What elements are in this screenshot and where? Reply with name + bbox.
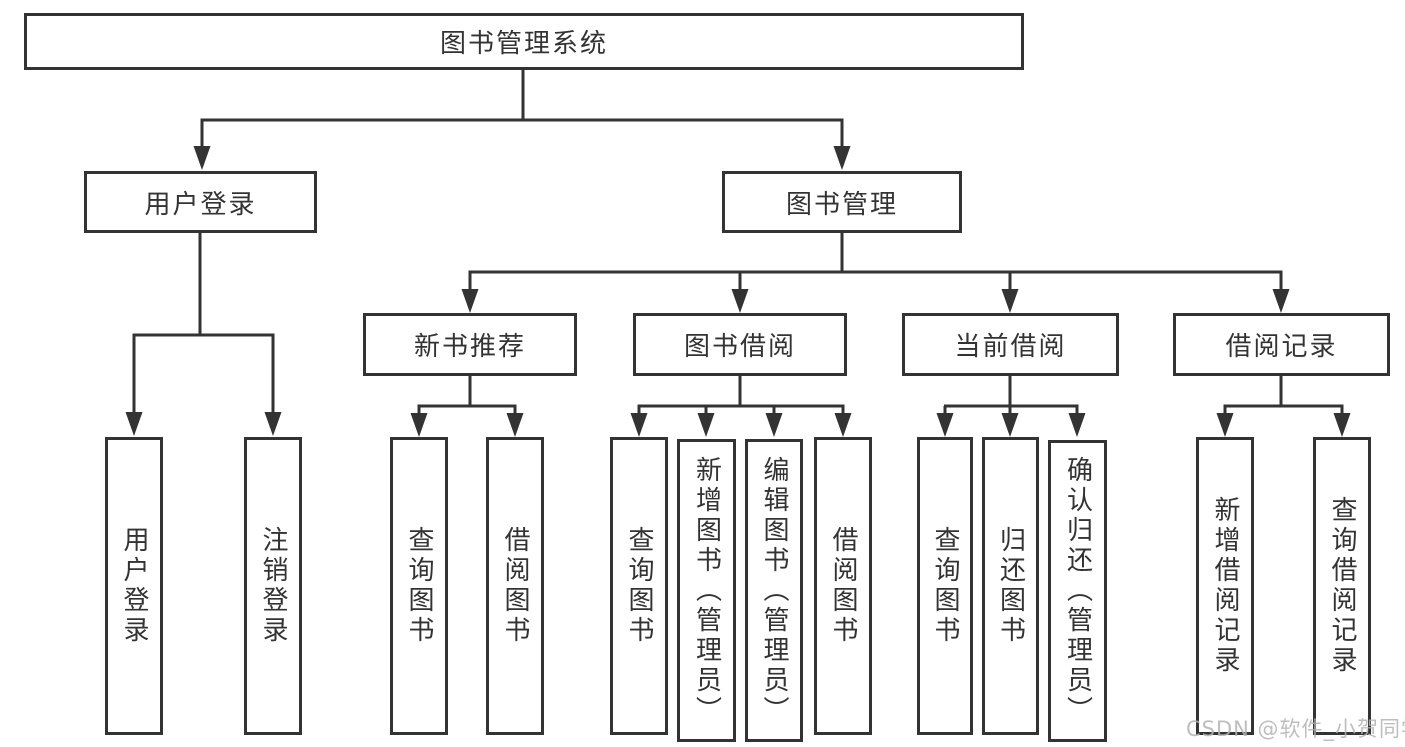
node-book-borrow-label: 图书借阅 [683, 332, 796, 362]
node-leaf-borrow-books-recommend-label: 借阅图书 [500, 526, 530, 646]
node-leaf-user-login: 用户登录 [105, 437, 163, 735]
node-leaf-query-books-recommend-label: 查询图书 [404, 526, 434, 646]
node-book-management: 图书管理 [722, 171, 962, 233]
node-leaf-confirm-return-admin-label: 确认归还（管理员） [1062, 456, 1093, 726]
node-leaf-return-book: 归还图书 [982, 437, 1039, 735]
node-current-borrow: 当前借阅 [902, 313, 1119, 376]
node-leaf-borrow-books-label: 借阅图书 [828, 526, 858, 646]
node-leaf-query-borrow-record: 查询借阅记录 [1313, 437, 1371, 735]
node-leaf-query-books-current-label: 查询图书 [930, 526, 960, 646]
node-leaf-query-borrow-record-label: 查询借阅记录 [1327, 496, 1357, 676]
node-leaf-add-book-admin: 新增图书（管理员） [677, 439, 736, 742]
node-leaf-user-login-label: 用户登录 [119, 526, 149, 646]
connector-paths [132, 70, 1344, 416]
node-user-login: 用户登录 [84, 171, 317, 233]
node-leaf-add-borrow-record-label: 新增借阅记录 [1210, 496, 1240, 676]
csdn-watermark: CSDN @软件_小贺同学 [1186, 717, 1405, 741]
node-leaf-add-book-admin-label: 新增图书（管理员） [691, 455, 722, 726]
node-new-book-recommend-label: 新书推荐 [413, 332, 526, 362]
node-root-label: 图书管理系统 [439, 29, 608, 59]
node-current-borrow-label: 当前借阅 [954, 332, 1067, 362]
node-leaf-query-books-borrow: 查询图书 [610, 437, 668, 735]
node-leaf-query-books-borrow-label: 查询图书 [624, 526, 654, 646]
node-leaf-edit-book-admin: 编辑图书（管理员） [745, 439, 803, 742]
node-new-book-recommend: 新书推荐 [363, 313, 577, 376]
node-leaf-borrow-books: 借阅图书 [814, 437, 872, 735]
node-borrow-records: 借阅记录 [1173, 313, 1390, 376]
node-user-login-label: 用户登录 [144, 189, 257, 220]
node-book-borrow: 图书借阅 [633, 313, 847, 376]
node-book-management-label: 图书管理 [785, 189, 898, 220]
node-root: 图书管理系统 [24, 13, 1024, 70]
node-leaf-return-book-label: 归还图书 [995, 526, 1026, 646]
node-leaf-logout: 注销登录 [244, 437, 302, 735]
arrow-down-icons [125, 146, 1351, 437]
node-leaf-borrow-books-recommend: 借阅图书 [486, 437, 544, 735]
node-leaf-confirm-return-admin: 确认归还（管理员） [1048, 440, 1107, 742]
node-leaf-edit-book-admin-label: 编辑图书（管理员） [759, 455, 789, 726]
node-leaf-logout-label: 注销登录 [258, 526, 288, 646]
node-leaf-query-books-current: 查询图书 [917, 437, 973, 735]
node-leaf-add-borrow-record: 新增借阅记录 [1196, 437, 1254, 735]
node-borrow-records-label: 借阅记录 [1225, 332, 1338, 362]
node-leaf-query-books-recommend: 查询图书 [390, 437, 448, 735]
